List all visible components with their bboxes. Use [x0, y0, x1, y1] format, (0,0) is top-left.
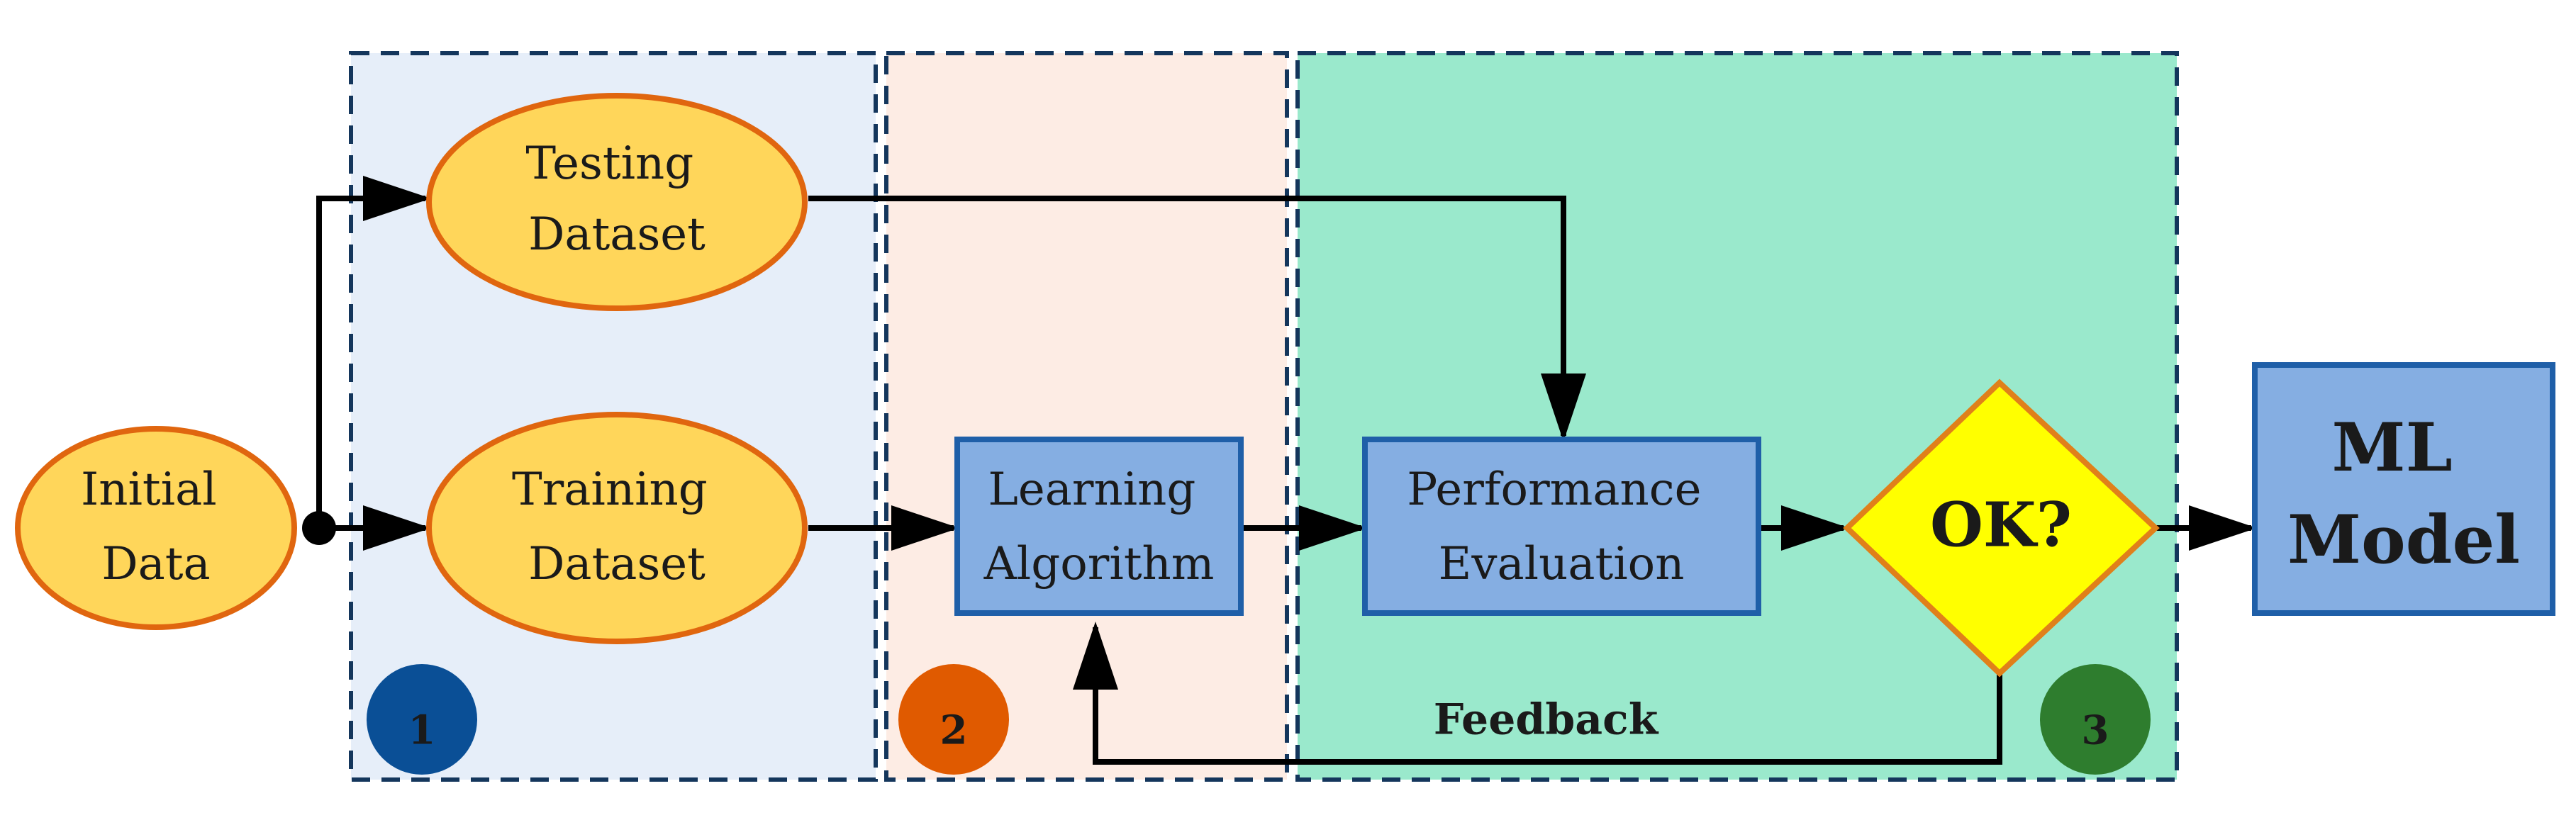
testing-dataset-label: Testing Dataset [525, 137, 708, 261]
edge-testing-to-evaluation [808, 196, 1586, 442]
training-dataset-label: Training Dataset [512, 464, 722, 590]
decision-label: OK? [1930, 490, 2072, 561]
performance-evaluation-node [1362, 437, 1761, 616]
testing-dataset-node [426, 93, 808, 311]
ml-model-label: ML Model [2287, 409, 2520, 579]
stage-3-badge-number: 3 [2082, 707, 2109, 754]
stage-3-badge [2040, 664, 2151, 775]
learning-algorithm-node [954, 437, 1244, 616]
decision-node [1843, 378, 2160, 678]
edge-feedback-loop [1073, 622, 2002, 765]
stage-2-badge-number: 2 [940, 707, 968, 754]
feedback-label: Feedback [1434, 695, 1659, 745]
stage-1-badge-number: 1 [408, 707, 436, 754]
junction-dot [302, 511, 336, 545]
performance-evaluation-label: Performance Evaluation [1407, 464, 1716, 590]
stage-2-badge [898, 664, 1009, 775]
initial-data-label: Initial Data [81, 464, 231, 590]
ml-model-node [2252, 362, 2555, 616]
stage-1-badge [367, 664, 477, 775]
stage-3-region [1295, 51, 2179, 782]
edge-junction-to-testing [316, 176, 431, 528]
training-dataset-node [426, 412, 808, 644]
initial-data-node [15, 426, 297, 630]
learning-algorithm-label: Learning Algorithm [983, 464, 1215, 590]
